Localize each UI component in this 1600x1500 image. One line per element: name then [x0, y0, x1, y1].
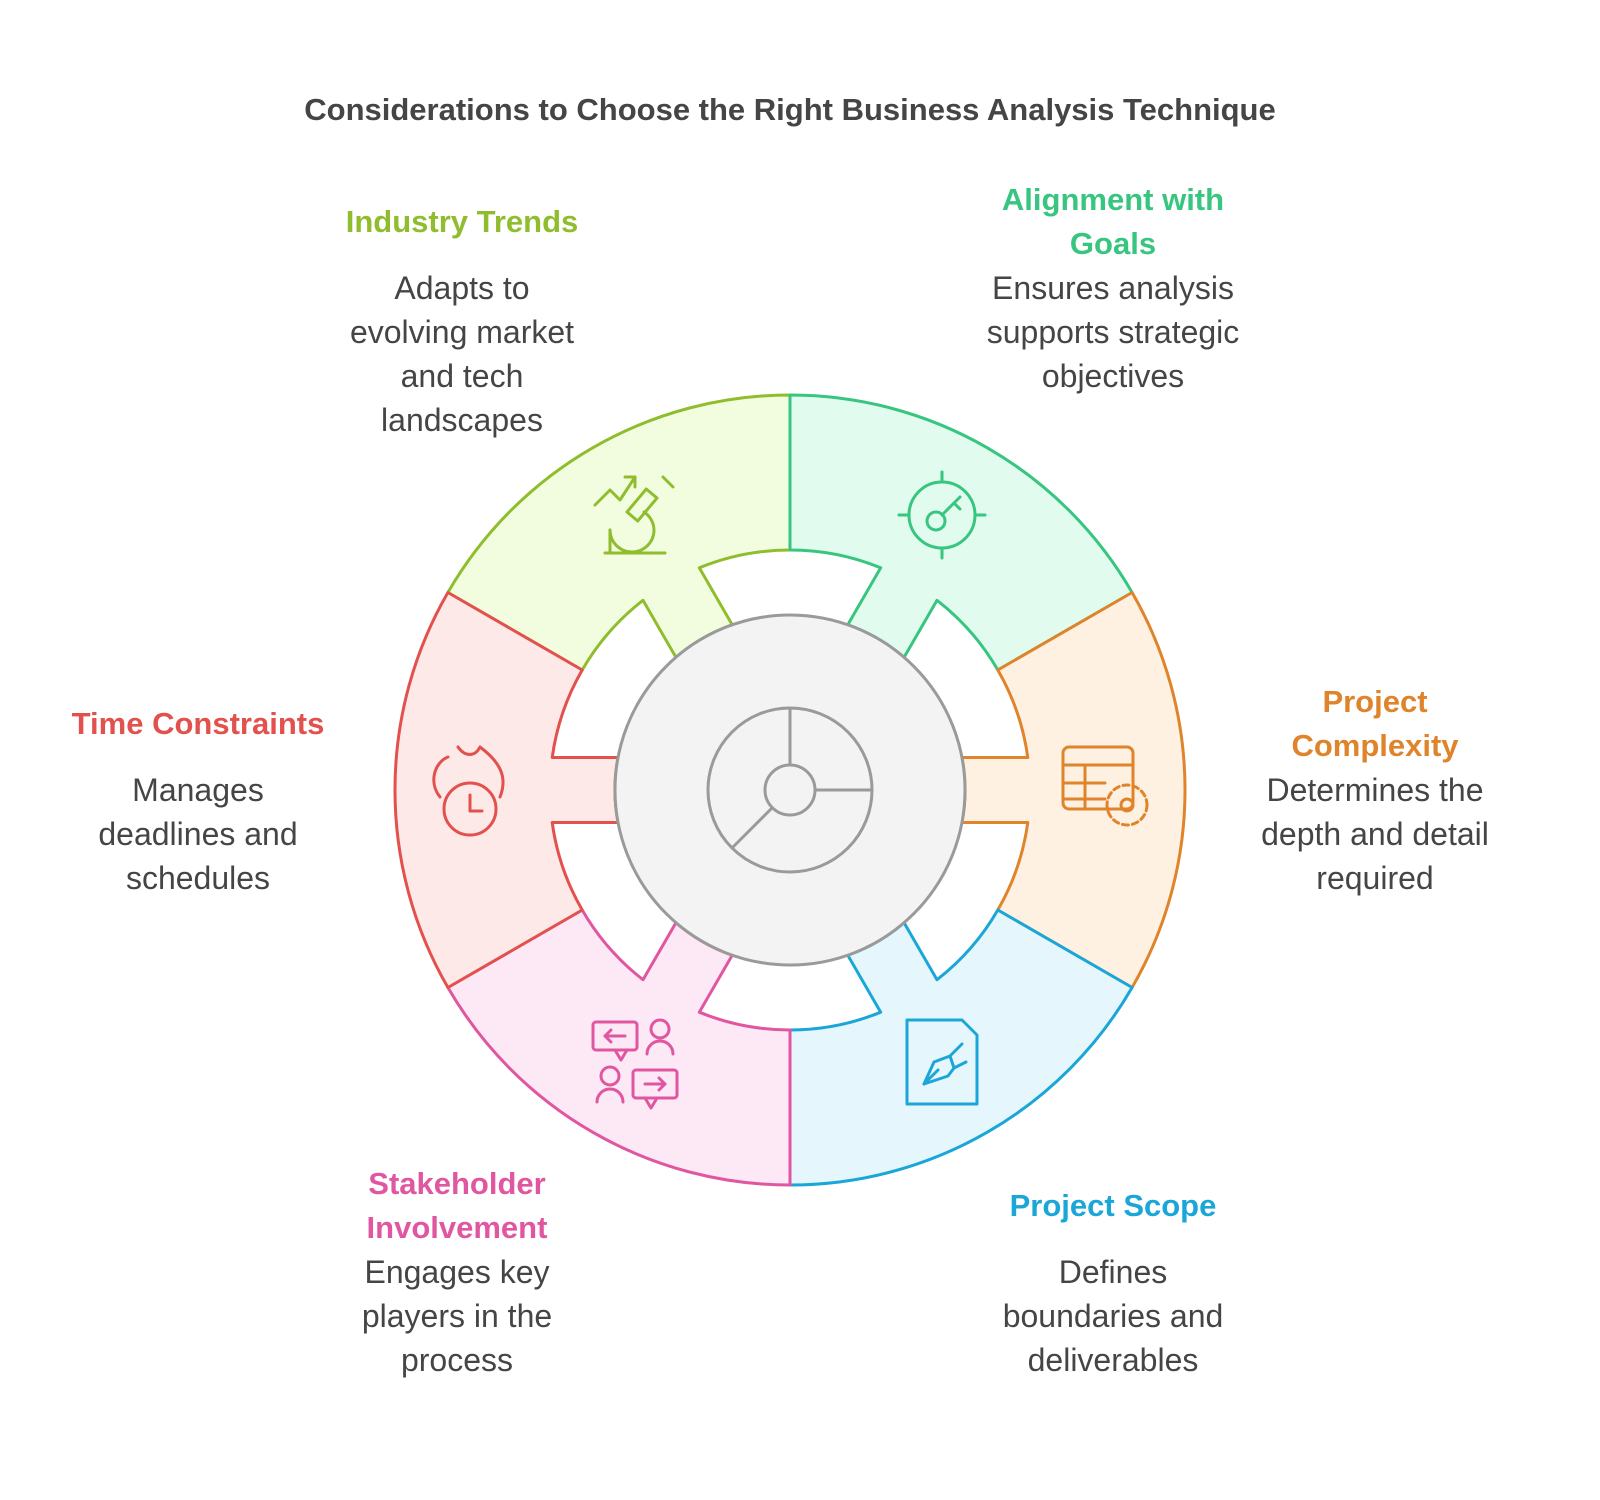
description-line: supports strategic [986, 314, 1240, 350]
description-line: Ensures analysis [992, 270, 1234, 306]
microscope-trend-icon [593, 475, 675, 555]
title-line: Stakeholder [368, 1166, 546, 1201]
description-line: deliverables [1027, 1342, 1199, 1378]
segment-description: Manages deadlines and schedules [18, 768, 378, 900]
diagram-title: Considerations to Choose the Right Busin… [304, 92, 1276, 127]
segment-description: Determines the depth and detail required [1195, 768, 1555, 900]
segment-description: Defines boundaries and deliverables [933, 1250, 1293, 1382]
segment-title: Time Constraints [18, 702, 378, 746]
target-key-icon [897, 470, 987, 560]
description-line: Adapts to [394, 270, 530, 306]
table-gear-icon [1061, 745, 1149, 827]
segment-description: Engages key players in the process [277, 1250, 637, 1382]
people-chat-icon [591, 1018, 679, 1110]
segment-description: Ensures analysis supports strategic object… [933, 266, 1293, 398]
title-line: Complexity [1291, 728, 1459, 763]
title-line: Involvement [366, 1210, 548, 1245]
title-line: Project Scope [1009, 1188, 1217, 1223]
segment-stakeholder-involvement [446, 908, 792, 1187]
description-line: required [1316, 860, 1434, 896]
center-hub [613, 613, 967, 967]
segment-time-constraints [393, 591, 620, 989]
description-line: Defines [1058, 1254, 1168, 1290]
pie-chart-icon [706, 706, 874, 874]
segment-project-complexity [960, 591, 1187, 989]
description-line: objectives [1041, 358, 1185, 394]
title-line: Time Constraints [71, 706, 325, 741]
segment-title: Project Scope [933, 1184, 1293, 1228]
description-line: and tech [400, 358, 524, 394]
description-line: deadlines and [98, 816, 298, 852]
description-line: process [400, 1342, 514, 1378]
segment-project-scope [788, 908, 1134, 1187]
description-line: landscapes [381, 402, 543, 438]
segment-alignment-with-goals [788, 393, 1134, 672]
title-line: Alignment with [1001, 182, 1225, 217]
description-line: players in the [361, 1298, 553, 1334]
fire-clock-icon [432, 745, 505, 837]
title-line: Project [1322, 684, 1428, 719]
description-line: schedules [125, 860, 271, 896]
segment-description: Adapts to evolving market and tech landscap… [282, 266, 642, 442]
document-pen-icon [905, 1018, 979, 1106]
title-line: Goals [1069, 226, 1157, 261]
description-line: evolving market [349, 314, 575, 350]
description-line: Determines the [1266, 772, 1484, 808]
segment-industry-trends [446, 393, 792, 672]
description-line: boundaries and [1002, 1298, 1224, 1334]
description-line: Engages key [364, 1254, 550, 1290]
segment-title: Industry Trends [282, 200, 642, 244]
title-line: Industry Trends [345, 204, 579, 239]
description-line: depth and detail [1261, 816, 1489, 852]
description-line: Manages [132, 772, 264, 808]
